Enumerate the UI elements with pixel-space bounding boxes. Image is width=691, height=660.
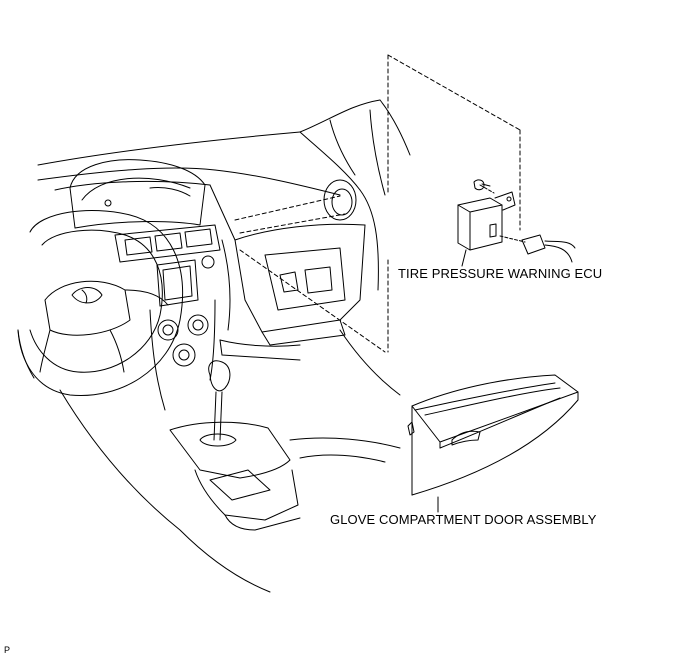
- dashed-leader-lines: [234, 54, 521, 353]
- tire-pressure-warning-ecu-label: TIRE PRESSURE WARNING ECU: [398, 266, 603, 281]
- gear-shifter: [199, 360, 237, 447]
- instrument-cluster: [69, 159, 206, 229]
- side-air-vent: [323, 179, 357, 221]
- steering-wheel: [17, 210, 184, 397]
- glove-compartment-door-assembly-label: GLOVE COMPARTMENT DOOR ASSEMBLY: [330, 512, 597, 527]
- center-console: [59, 389, 401, 593]
- tire-pressure-warning-ecu: [457, 179, 576, 267]
- dashboard-outline: [37, 99, 411, 396]
- glove-box-opening: [219, 223, 366, 361]
- glove-compartment-door: [407, 374, 579, 513]
- center-stack: [114, 224, 231, 411]
- figure-code: P: [4, 645, 11, 655]
